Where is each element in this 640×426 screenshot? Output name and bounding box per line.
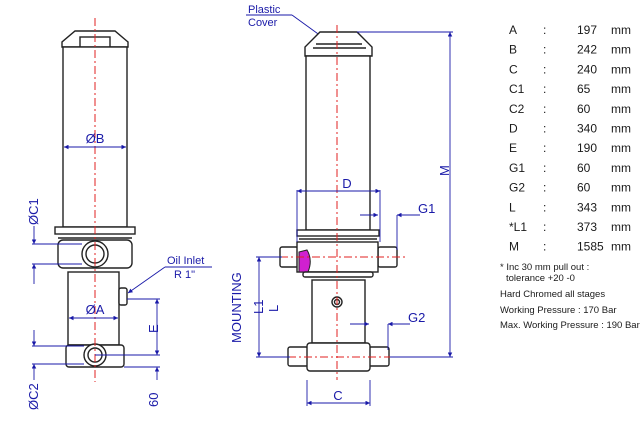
outer-barrel	[305, 55, 371, 231]
dim-m-label: M	[437, 165, 452, 176]
spec-unit: mm	[611, 23, 631, 37]
spec-name: L	[509, 200, 516, 214]
plastic-label: Plastic	[248, 4, 281, 16]
spec-row: G2: 60 mm	[509, 181, 631, 195]
spec-row: L: 343 mm	[509, 200, 631, 214]
spec-name: M	[509, 240, 519, 254]
spec-unit: mm	[611, 200, 631, 214]
spec-row: C2: 60 mm	[509, 102, 631, 116]
dim-g1-label: G1	[418, 201, 435, 216]
note-tolerance: tolerance +20 -0	[506, 273, 575, 284]
flange	[296, 229, 380, 237]
dim-c-label: C	[333, 388, 342, 403]
dim-c2-label: ØC2	[26, 383, 41, 410]
spec-name: *L1	[509, 220, 527, 234]
spec-value: 242	[577, 43, 597, 57]
front-view: Plastic Cover D G1 G2	[229, 4, 453, 406]
spec-sep: :	[543, 161, 546, 175]
spec-sep: :	[543, 181, 546, 195]
spec-sep: :	[543, 23, 546, 37]
spec-value: 60	[577, 181, 591, 195]
dim-d-label: D	[342, 176, 351, 191]
oil-inlet-label: Oil Inlet	[167, 255, 204, 267]
spec-name: E	[509, 141, 517, 155]
oil-inlet-thread: R 1"	[174, 269, 195, 281]
spec-sep: :	[543, 240, 546, 254]
spec-value: 60	[577, 102, 591, 116]
spec-unit: mm	[611, 161, 631, 175]
spec-unit: mm	[611, 122, 631, 136]
spec-value: 1585	[577, 240, 604, 254]
spec-row: E: 190 mm	[509, 141, 631, 155]
spec-name: B	[509, 43, 517, 57]
lower-tube	[311, 279, 366, 344]
spec-row: G1: 60 mm	[509, 161, 631, 175]
spec-sep: :	[543, 122, 546, 136]
spec-unit: mm	[611, 220, 631, 234]
dim-b-label: ØB	[86, 131, 105, 146]
note-max-pressure: Max. Working Pressure : 190 Bar	[500, 320, 640, 331]
spec-unit: mm	[611, 102, 631, 116]
spec-sep: :	[543, 82, 546, 96]
cover-label: Cover	[248, 17, 278, 29]
spec-sep: :	[543, 102, 546, 116]
spec-row: D: 340 mm	[509, 122, 631, 136]
note-working-pressure: Working Pressure : 170 Bar	[500, 305, 617, 316]
mounting-label: MOUNTING	[229, 272, 244, 343]
dim-c1-label: ØC1	[26, 198, 41, 225]
spec-row: C: 240 mm	[509, 62, 631, 76]
spec-row: A: 197 mm	[509, 23, 631, 37]
spec-notes: * Inc 30 mm pull out : tolerance +20 -0 …	[500, 262, 640, 331]
spec-row: B: 242 mm	[509, 43, 631, 57]
spec-unit: mm	[611, 43, 631, 57]
dim-60-label: 60	[146, 393, 161, 407]
spec-sep: :	[543, 62, 546, 76]
spec-value: 240	[577, 62, 597, 76]
spec-row: C1: 65 mm	[509, 82, 631, 96]
spec-name: G2	[509, 181, 525, 195]
highlight-section	[298, 249, 311, 273]
spec-name: C	[509, 62, 518, 76]
spec-value: 343	[577, 200, 597, 214]
note-pullout: * Inc 30 mm pull out :	[500, 262, 589, 273]
spec-value: 65	[577, 82, 591, 96]
spec-unit: mm	[611, 141, 631, 155]
spec-value: 340	[577, 122, 597, 136]
dim-e-label: E	[146, 324, 161, 333]
dim-l1-label: L1	[251, 300, 266, 314]
spec-name: C1	[509, 82, 525, 96]
spec-sep: :	[543, 220, 546, 234]
spec-value: 197	[577, 23, 597, 37]
side-view-left: ØB ØA ØC1 ØC2 E 60 Oil Inlet R 1"	[26, 18, 212, 410]
spec-row: M: 1585 mm	[509, 240, 631, 254]
spec-value: 190	[577, 141, 597, 155]
note-chromed: Hard Chromed all stages	[500, 289, 605, 300]
spec-unit: mm	[611, 62, 631, 76]
spec-name: G1	[509, 161, 525, 175]
dim-l-label: L	[266, 305, 281, 312]
spec-unit: mm	[611, 240, 631, 254]
dim-a-label: ØA	[86, 302, 105, 317]
spec-sep: :	[543, 200, 546, 214]
spec-unit: mm	[611, 181, 631, 195]
spec-row: *L1: 373 mm	[509, 220, 631, 234]
dim-g2-label: G2	[408, 310, 425, 325]
spec-value: 60	[577, 161, 591, 175]
spec-name: A	[509, 23, 517, 37]
spec-name: D	[509, 122, 518, 136]
spec-sep: :	[543, 43, 546, 57]
spec-value: 373	[577, 220, 597, 234]
spec-sep: :	[543, 141, 546, 155]
spec-unit: mm	[611, 82, 631, 96]
spec-name: C2	[509, 102, 525, 116]
oil-inlet-port	[118, 287, 128, 306]
